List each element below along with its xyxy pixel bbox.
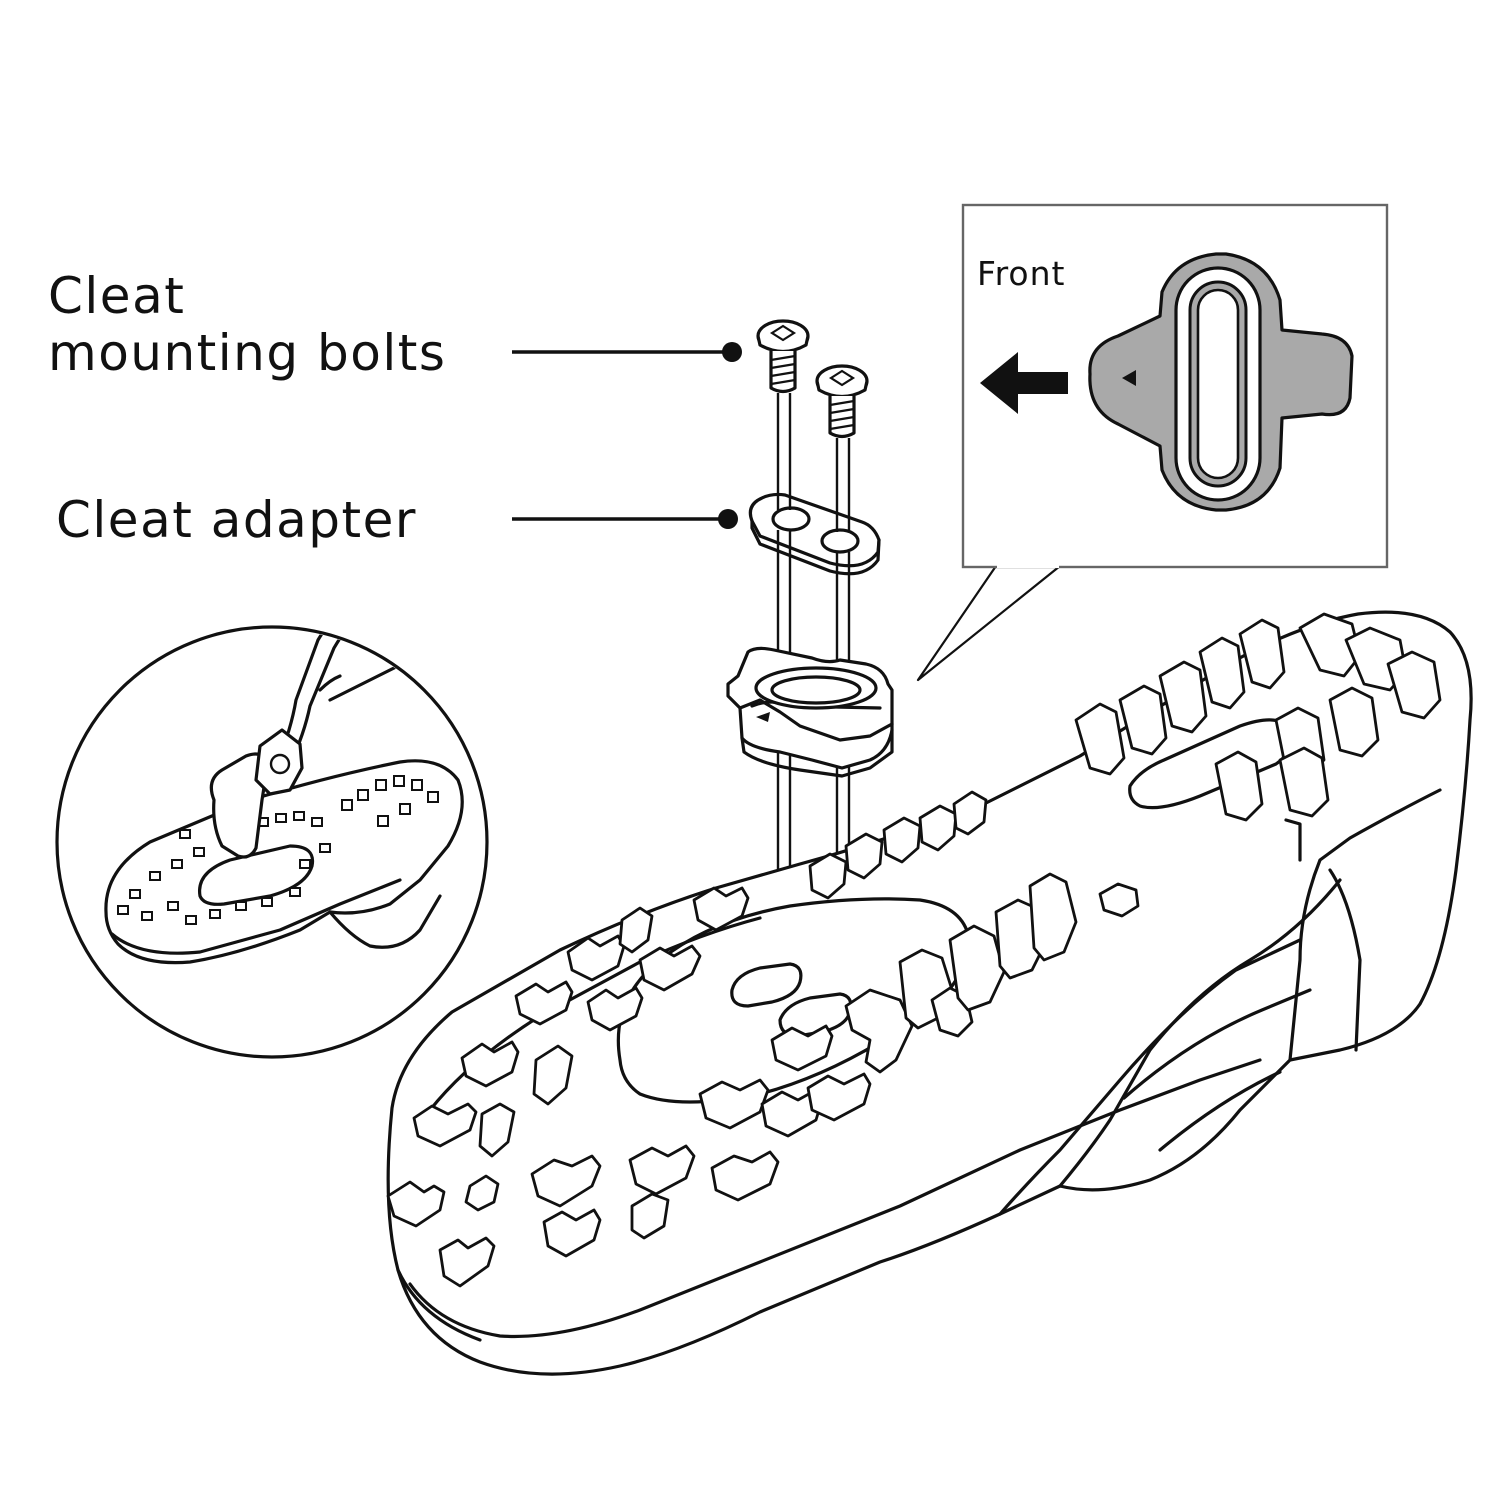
mounting-bolt-left — [756, 319, 810, 394]
inset-detail — [55, 625, 489, 1059]
cleat-adapter — [748, 492, 881, 576]
label-front: Front — [977, 254, 1065, 293]
arrow-left-icon — [980, 352, 1068, 414]
leader-line-bolts — [512, 342, 742, 362]
label-bolts-line1: Cleat — [48, 267, 185, 325]
label-adapter: Cleat adapter — [56, 491, 417, 549]
cleat-top-view — [1088, 252, 1354, 512]
label-bolts-line2: mounting bolts — [48, 324, 446, 382]
leader-line-adapter — [512, 509, 738, 529]
callout-pointer — [916, 564, 1062, 682]
cleat-side-view — [726, 646, 894, 778]
shoe-tread-lugs — [386, 612, 1442, 1288]
mounting-bolt-right — [815, 364, 869, 439]
